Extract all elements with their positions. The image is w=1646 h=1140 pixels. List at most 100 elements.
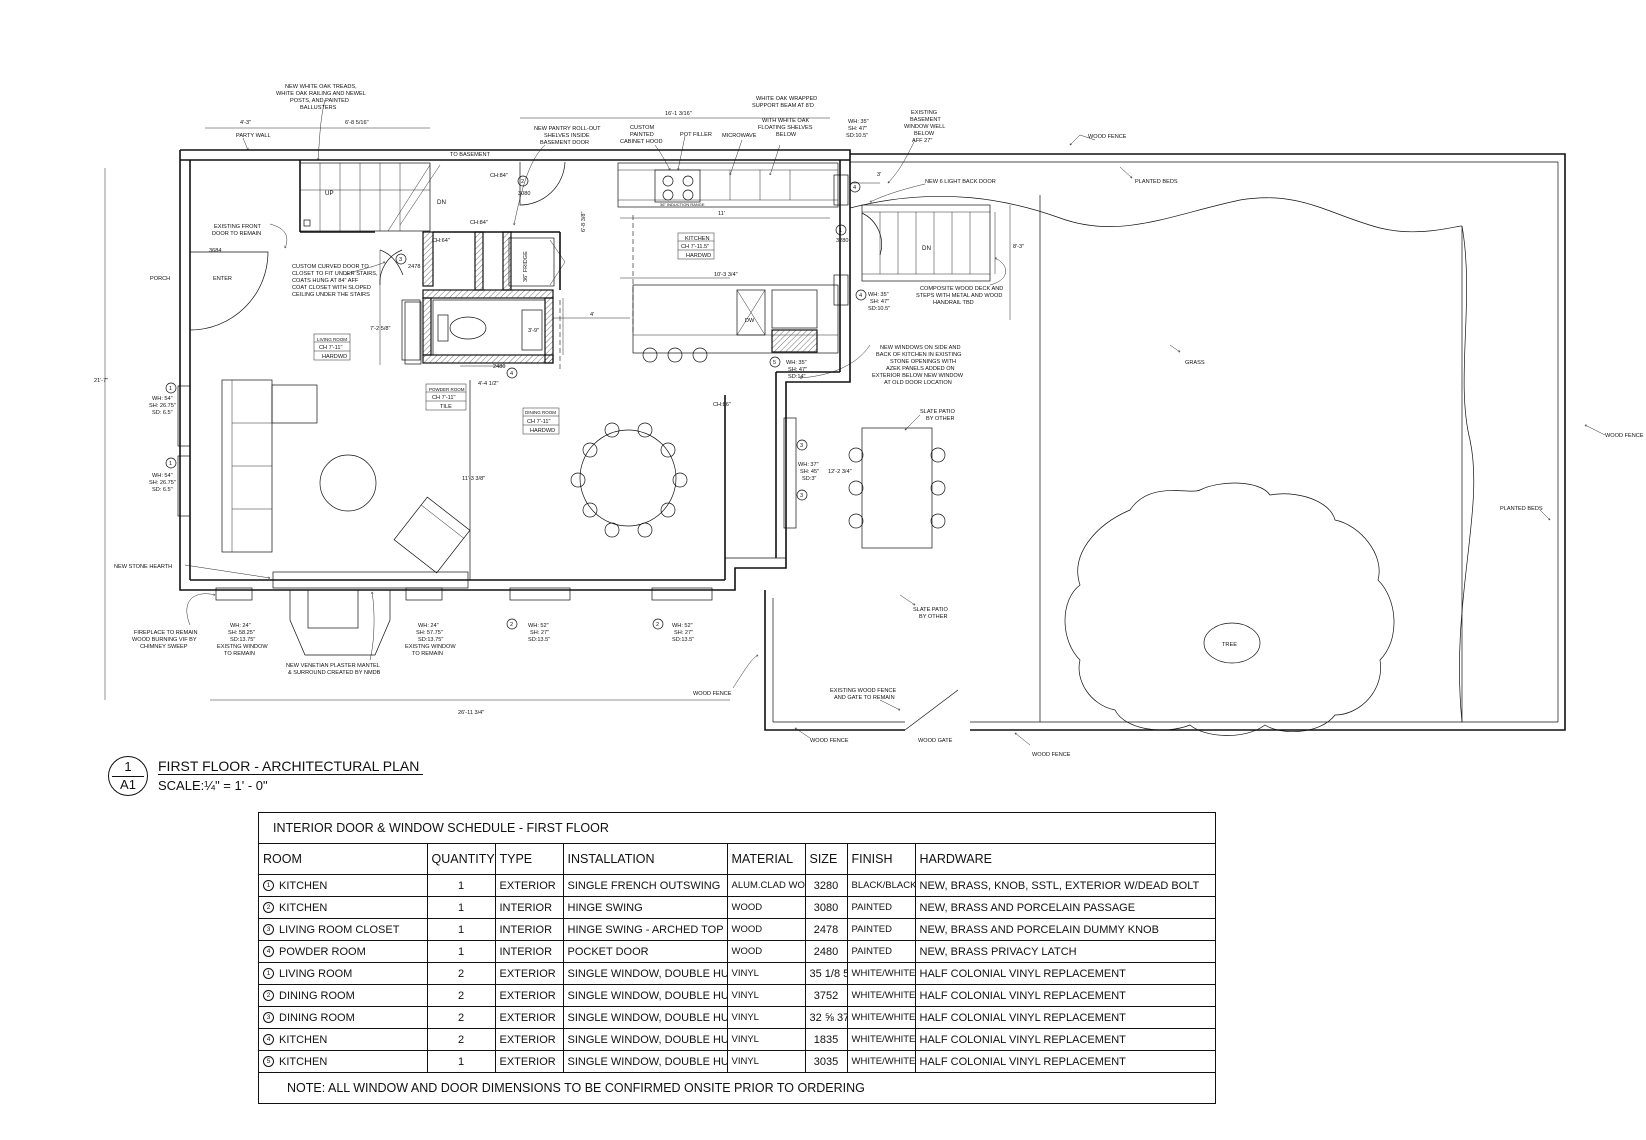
schedule-title: INTERIOR DOOR & WINDOW SCHEDULE - FIRST … <box>259 813 1215 844</box>
dim-6-8b: 6'-8 3/8" <box>581 212 587 232</box>
cell-type-text: EXTERIOR <box>499 879 556 892</box>
cell-installation: SINGLE WINDOW, DOUBLE HUNG <box>563 1050 728 1073</box>
cell-installation-text: HINGE SWING - ARCHED TOP <box>567 923 724 936</box>
cell-material-text: VINYL <box>731 1012 759 1023</box>
cell-hardware-text: HALF COLONIAL VINYL REPLACEMENT <box>919 967 1126 980</box>
note-white-oak-2: WHITE OAK RAILING AND NEWEL <box>276 91 366 97</box>
pot-filler-label: POT FILLER <box>680 132 712 138</box>
cell-quantity: 1 <box>427 874 496 897</box>
existing-front-2: DOOR TO REMAIN <box>212 231 261 237</box>
cell-type: EXTERIOR <box>495 1006 564 1029</box>
schedule-table: ROOM QUANTITY TYPE INSTALLATION MATERIAL… <box>259 844 1215 1073</box>
new-windows-3: STONE OPENINGS WITH <box>890 359 956 365</box>
tag-4-a: 4 <box>853 185 856 191</box>
cell-material: WOOD <box>727 940 806 963</box>
cell-hardware: NEW, BRASS, KNOB, SSTL, EXTERIOR W/DEAD … <box>915 874 1215 897</box>
cell-material: ALUM.CLAD WOOD <box>727 874 806 897</box>
cell-quantity-text: 1 <box>457 879 465 892</box>
cell-material-text: ALUM.CLAD WOOD <box>731 880 805 891</box>
slate-patio-2b: BY OTHER <box>919 614 948 620</box>
cell-type-text: EXTERIOR <box>499 1011 556 1024</box>
fireplace-note-1: FIREPLACE TO REMAIN <box>134 630 198 636</box>
powder-room <box>432 299 546 367</box>
schedule-header-row: ROOM QUANTITY TYPE INSTALLATION MATERIAL… <box>259 844 1215 875</box>
cell-hardware-text: NEW, BRASS AND PORCELAIN DUMMY KNOB <box>919 923 1159 936</box>
existing-basement-4: BELOW <box>914 131 935 137</box>
cell-hardware-text: HALF COLONIAL VINYL REPLACEMENT <box>919 1011 1126 1024</box>
cell-installation: SINGLE FRENCH OUTSWING <box>563 874 728 897</box>
wh52-a: WH: 52" <box>528 623 549 629</box>
sd1375-b: SD:13.75" <box>418 637 443 643</box>
cell-size: 2480 <box>805 940 848 963</box>
cell-size-text: 3080 <box>813 901 839 914</box>
cell-installation-text: POCKET DOOR <box>567 945 649 958</box>
living-room-furniture <box>221 301 471 574</box>
dim-3: 3' <box>877 172 881 178</box>
kitchen-name: KITCHEN <box>685 236 710 242</box>
microwave-label: MICROWAVE <box>722 133 757 139</box>
floating-shelves-3: BELOW <box>776 132 797 138</box>
cell-quantity: 1 <box>427 918 496 941</box>
cell-installation: SINGLE WINDOW, DOUBLE HUNG <box>563 984 728 1007</box>
cell-finish: BLACK/BLACK <box>847 874 916 897</box>
dim-11-3: 11'-3 3/8" <box>462 476 485 482</box>
dim-16: 16'-1 3/16" <box>665 111 692 117</box>
composite-3: HANDRAIL TBD <box>933 300 974 306</box>
note-white-oak-3: POSTS, AND PAINTED <box>290 98 349 104</box>
cell-size-text: 3752 <box>813 989 839 1002</box>
sd135-a: SD:13.5" <box>528 637 550 643</box>
schedule-tag-marker: 4 <box>263 946 274 958</box>
existing-window-a2: TO REMAIN <box>224 651 255 657</box>
note-white-oak-1: NEW WHITE OAK TREADS, <box>285 84 357 90</box>
cell-quantity: 2 <box>427 1028 496 1051</box>
cell-installation: HINGE SWING - ARCHED TOP <box>563 918 728 941</box>
wood-fence-right: WOOD FENCE <box>1605 433 1644 439</box>
porch-label: PORCH <box>150 276 170 282</box>
cell-installation-text: SINGLE WINDOW, DOUBLE HUNG <box>567 967 727 980</box>
cell-finish: PAINTED <box>847 940 916 963</box>
existing-fence-1: EXISTING WOOD FENCE <box>830 688 896 694</box>
tag-3-b: 3 <box>800 493 803 499</box>
cell-quantity: 1 <box>427 1050 496 1073</box>
cell-finish: WHITE/WHITE <box>847 984 916 1007</box>
mantel-note-1: NEW VENETIAN PLASTER MANTEL <box>286 663 380 669</box>
cell-finish: WHITE/WHITE <box>847 962 916 985</box>
sh27-b: SH: 27" <box>674 630 693 636</box>
door-2478: 2478 <box>408 264 420 270</box>
cell-size-text: 35 1/8 54 <box>809 967 847 980</box>
sd135-b: SD:13.5" <box>672 637 694 643</box>
cell-type-text: INTERIOR <box>499 901 553 914</box>
cell-size-text: 3280 <box>813 879 839 892</box>
cell-material-text: VINYL <box>731 990 759 1001</box>
cell-room: 2 DINING ROOM <box>259 984 428 1007</box>
cell-type: INTERIOR <box>495 896 564 919</box>
cell-finish-text: PAINTED <box>851 946 892 957</box>
cell-room-text: DINING ROOM <box>279 989 355 1002</box>
deck-stairs: DN <box>861 204 991 282</box>
cell-finish: PAINTED <box>847 896 916 919</box>
door-2480: 2480 <box>493 364 505 370</box>
wood-gate-label: WOOD GATE <box>918 738 953 744</box>
tag-1-lr-b: 1 <box>169 461 172 467</box>
cell-type: EXTERIOR <box>495 1028 564 1051</box>
cell-finish-text: WHITE/WHITE <box>851 1056 915 1067</box>
cell-quantity-text: 1 <box>457 1055 465 1068</box>
col-size: SIZE <box>805 844 848 875</box>
induction-label: 36" INDUCTION RANGE <box>660 202 705 207</box>
new-windows-2: BACK OF KITCHEN IN EXISTING <box>876 352 961 358</box>
dim-4-3: 4'-3" <box>240 120 251 126</box>
cell-installation-text: SINGLE FRENCH OUTSWING <box>567 879 721 892</box>
tag-5: 5 <box>773 360 776 366</box>
party-wall-label: PARTY WALL <box>236 133 271 139</box>
patio-table <box>848 427 946 549</box>
cell-hardware-text: HALF COLONIAL VINYL REPLACEMENT <box>919 989 1126 1002</box>
schedule-tag-marker: 2 <box>263 990 274 1002</box>
cell-installation-text: SINGLE WINDOW, DOUBLE HUNG <box>567 989 727 1002</box>
tag-3-a: 3 <box>800 443 803 449</box>
